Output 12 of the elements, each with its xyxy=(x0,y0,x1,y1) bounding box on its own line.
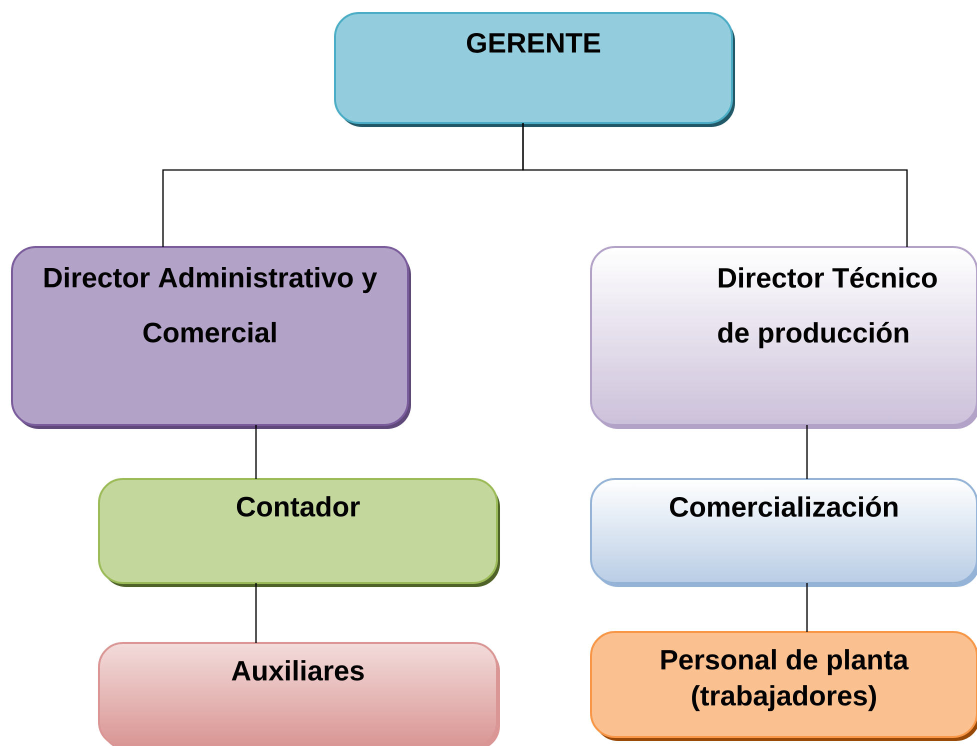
connector-line xyxy=(806,583,808,632)
org-box: GERENTE xyxy=(334,12,736,127)
connector-line xyxy=(806,425,808,479)
connector-line xyxy=(255,425,257,479)
org-box: Director Administrativo y Comercial xyxy=(11,246,411,429)
org-box: Auxiliares xyxy=(98,642,500,746)
org-box: Director Técnico de producción xyxy=(590,246,977,429)
org-box: Personal de planta (trabajadores) xyxy=(590,631,977,741)
connector-line xyxy=(522,123,908,247)
org-box: Comercialización xyxy=(590,478,977,587)
connector-line xyxy=(255,583,257,643)
org-box: Contador xyxy=(98,478,500,587)
